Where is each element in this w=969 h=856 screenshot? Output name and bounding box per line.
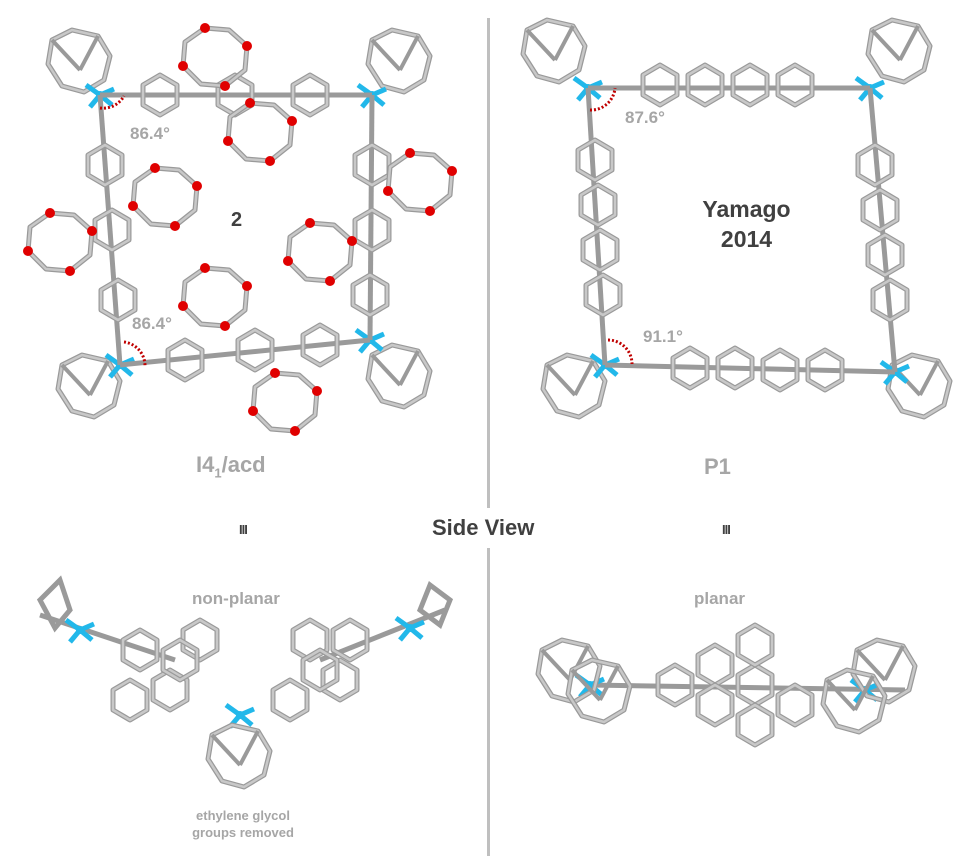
- space-group-rest: /acd: [221, 452, 266, 477]
- conformation-label-right: planar: [694, 589, 746, 608]
- reference-title-line2: 2014: [720, 226, 773, 252]
- angle-label-top-right-upper: 87.6°: [625, 108, 665, 127]
- space-group-main: I4: [196, 452, 215, 477]
- side-view-label: Side View: [432, 515, 535, 540]
- footnote: ethylene glycol groups removed: [178, 807, 308, 841]
- compound-label: 2: [231, 209, 243, 231]
- bottom-left-structure: [36, 575, 454, 787]
- angle-label-top-left-upper: 86.4°: [130, 124, 170, 143]
- bottom-right-structure: [538, 625, 915, 745]
- top-right-structure: [523, 20, 950, 417]
- space-group-label-right: P1: [704, 454, 731, 479]
- top-vertical-divider: [487, 18, 490, 508]
- space-group-label-left: I41/acd: [196, 452, 266, 480]
- reference-title-line1: Yamago: [702, 196, 791, 222]
- equals-marker-left: III: [239, 522, 248, 537]
- space-group-sub: 1: [214, 465, 222, 481]
- angle-label-top-right-lower: 91.1°: [643, 327, 683, 346]
- footnote-line1: ethylene glycol: [196, 808, 290, 823]
- reference-title: Yamago 2014: [694, 194, 799, 254]
- footnote-line2: groups removed: [192, 825, 294, 840]
- bottom-vertical-divider: [487, 548, 490, 856]
- angle-label-top-left-lower: 86.4°: [132, 314, 172, 333]
- equals-marker-right: III: [722, 522, 731, 537]
- conformation-label-left: non-planar: [192, 589, 280, 608]
- top-left-structure: [23, 23, 457, 436]
